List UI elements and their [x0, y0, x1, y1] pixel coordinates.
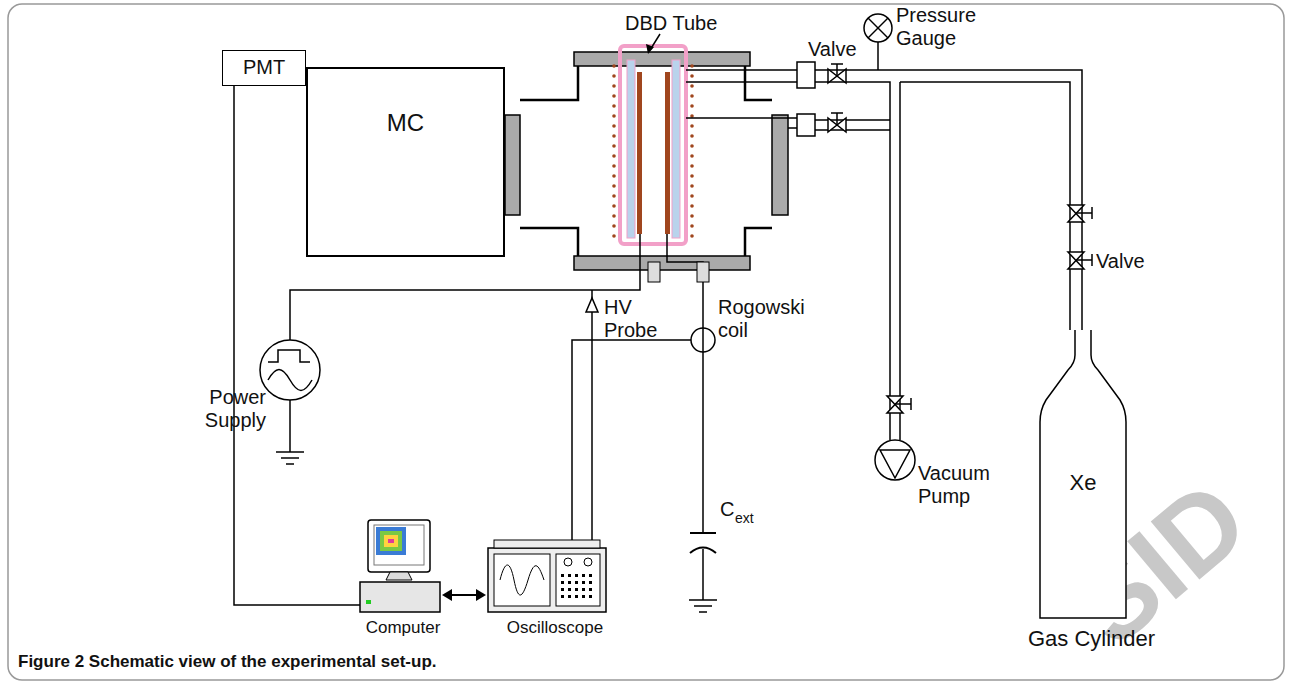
oscilloscope-icon	[488, 540, 606, 612]
electrode	[665, 72, 670, 234]
node-title: MC	[308, 109, 503, 137]
figure-caption: Figure 2 Schematic view of the experimen…	[18, 652, 437, 672]
symbol-subscript: ext	[735, 510, 775, 526]
capacitor-symbol	[690, 533, 716, 553]
node-title: Xe	[1028, 470, 1138, 495]
ground-symbol	[276, 452, 717, 612]
hv-probe-symbol	[586, 298, 598, 312]
dbd-tube	[620, 46, 686, 244]
device-label: Computer	[348, 618, 458, 638]
tube-wall	[672, 60, 680, 238]
flange	[505, 52, 788, 270]
vacuum-chamber	[520, 66, 772, 256]
node-title: PMT	[223, 56, 305, 79]
vacuum-pump	[875, 440, 915, 480]
pmt-box: PMT	[222, 50, 306, 86]
tube-wall	[627, 60, 635, 238]
part-label: Vacuum Pump	[918, 462, 998, 508]
arrowhead	[646, 44, 654, 54]
part-label: Valve	[808, 38, 878, 61]
monochromator-box: MC	[306, 67, 505, 257]
part-label: Power Supply	[186, 386, 266, 432]
part-label: DBD Tube	[625, 12, 735, 35]
node-caption: Gas Cylinder	[1028, 626, 1138, 651]
electrode	[637, 72, 642, 234]
part-label: Rogowski coil	[718, 296, 818, 342]
pipe	[686, 42, 1082, 440]
part-label: Valve	[1096, 250, 1166, 273]
power-supply-symbol	[260, 340, 320, 400]
computer-icon	[360, 520, 440, 612]
feedthrough	[797, 62, 815, 136]
link-arrow	[442, 589, 486, 601]
frame	[8, 4, 1284, 680]
valve-symbol	[828, 64, 1092, 413]
part-label: HV Probe	[604, 296, 664, 342]
pressure-gauge	[864, 14, 892, 42]
part-label: Pressure Gauge	[896, 4, 986, 50]
device-label: Oscilloscope	[490, 618, 620, 638]
feedthrough	[648, 262, 709, 282]
gas-cylinder: XeGas Cylinder	[1028, 330, 1138, 650]
rogowski-coil	[691, 328, 715, 352]
coil-winding	[612, 64, 694, 238]
